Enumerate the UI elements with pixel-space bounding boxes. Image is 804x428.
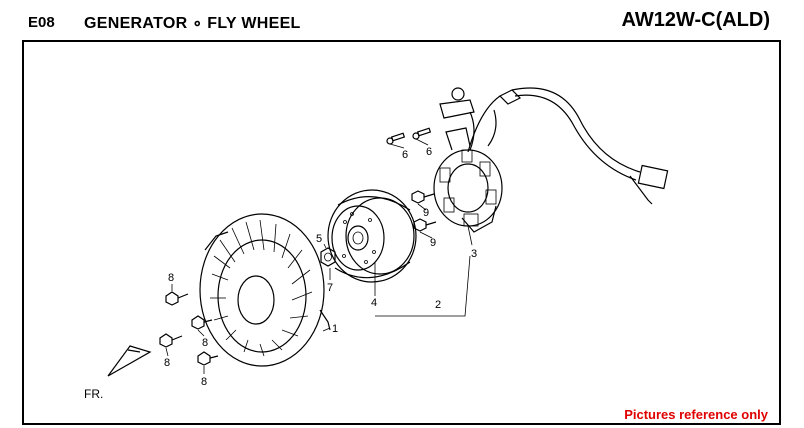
callout-3: 3 (471, 248, 477, 260)
screw-6b (412, 127, 432, 140)
callout-9b: 9 (430, 237, 436, 249)
callout-6a: 6 (402, 149, 408, 161)
front-direction-arrow (107, 345, 152, 377)
callout-9a: 9 (423, 207, 429, 219)
stator-part (433, 87, 669, 233)
callout-1: 1 (332, 323, 338, 335)
flywheel-part (327, 189, 417, 283)
flywheel-nut-part (320, 247, 336, 267)
bolt-8c (159, 333, 183, 348)
diagram-frame (22, 40, 781, 425)
bolt-8d (197, 351, 219, 366)
cooling-fan-part (199, 213, 331, 367)
front-direction-label: FR. (84, 387, 103, 401)
callout-8b: 8 (202, 337, 208, 349)
callout-6b: 6 (426, 146, 432, 158)
callout-7: 7 (327, 282, 333, 294)
model-code: AW12W-C(ALD) (621, 9, 770, 31)
callout-5: 5 (316, 233, 322, 245)
bolt-8a (165, 291, 189, 306)
reference-note: Pictures reference only (624, 407, 768, 422)
callout-8d: 8 (201, 376, 207, 388)
screw-6a (386, 132, 406, 145)
callout-8a: 8 (168, 272, 174, 284)
callout-8c: 8 (164, 357, 170, 369)
callout-4: 4 (371, 297, 377, 309)
callout-2: 2 (435, 299, 441, 311)
page-title: GENERATOR ∘ FLY WHEEL (84, 15, 301, 32)
bolt-9b (413, 218, 437, 232)
bolt-8b (191, 315, 213, 330)
leader-lines (165, 138, 473, 374)
bolt-9a (411, 190, 435, 204)
section-code: E08 (28, 14, 55, 31)
